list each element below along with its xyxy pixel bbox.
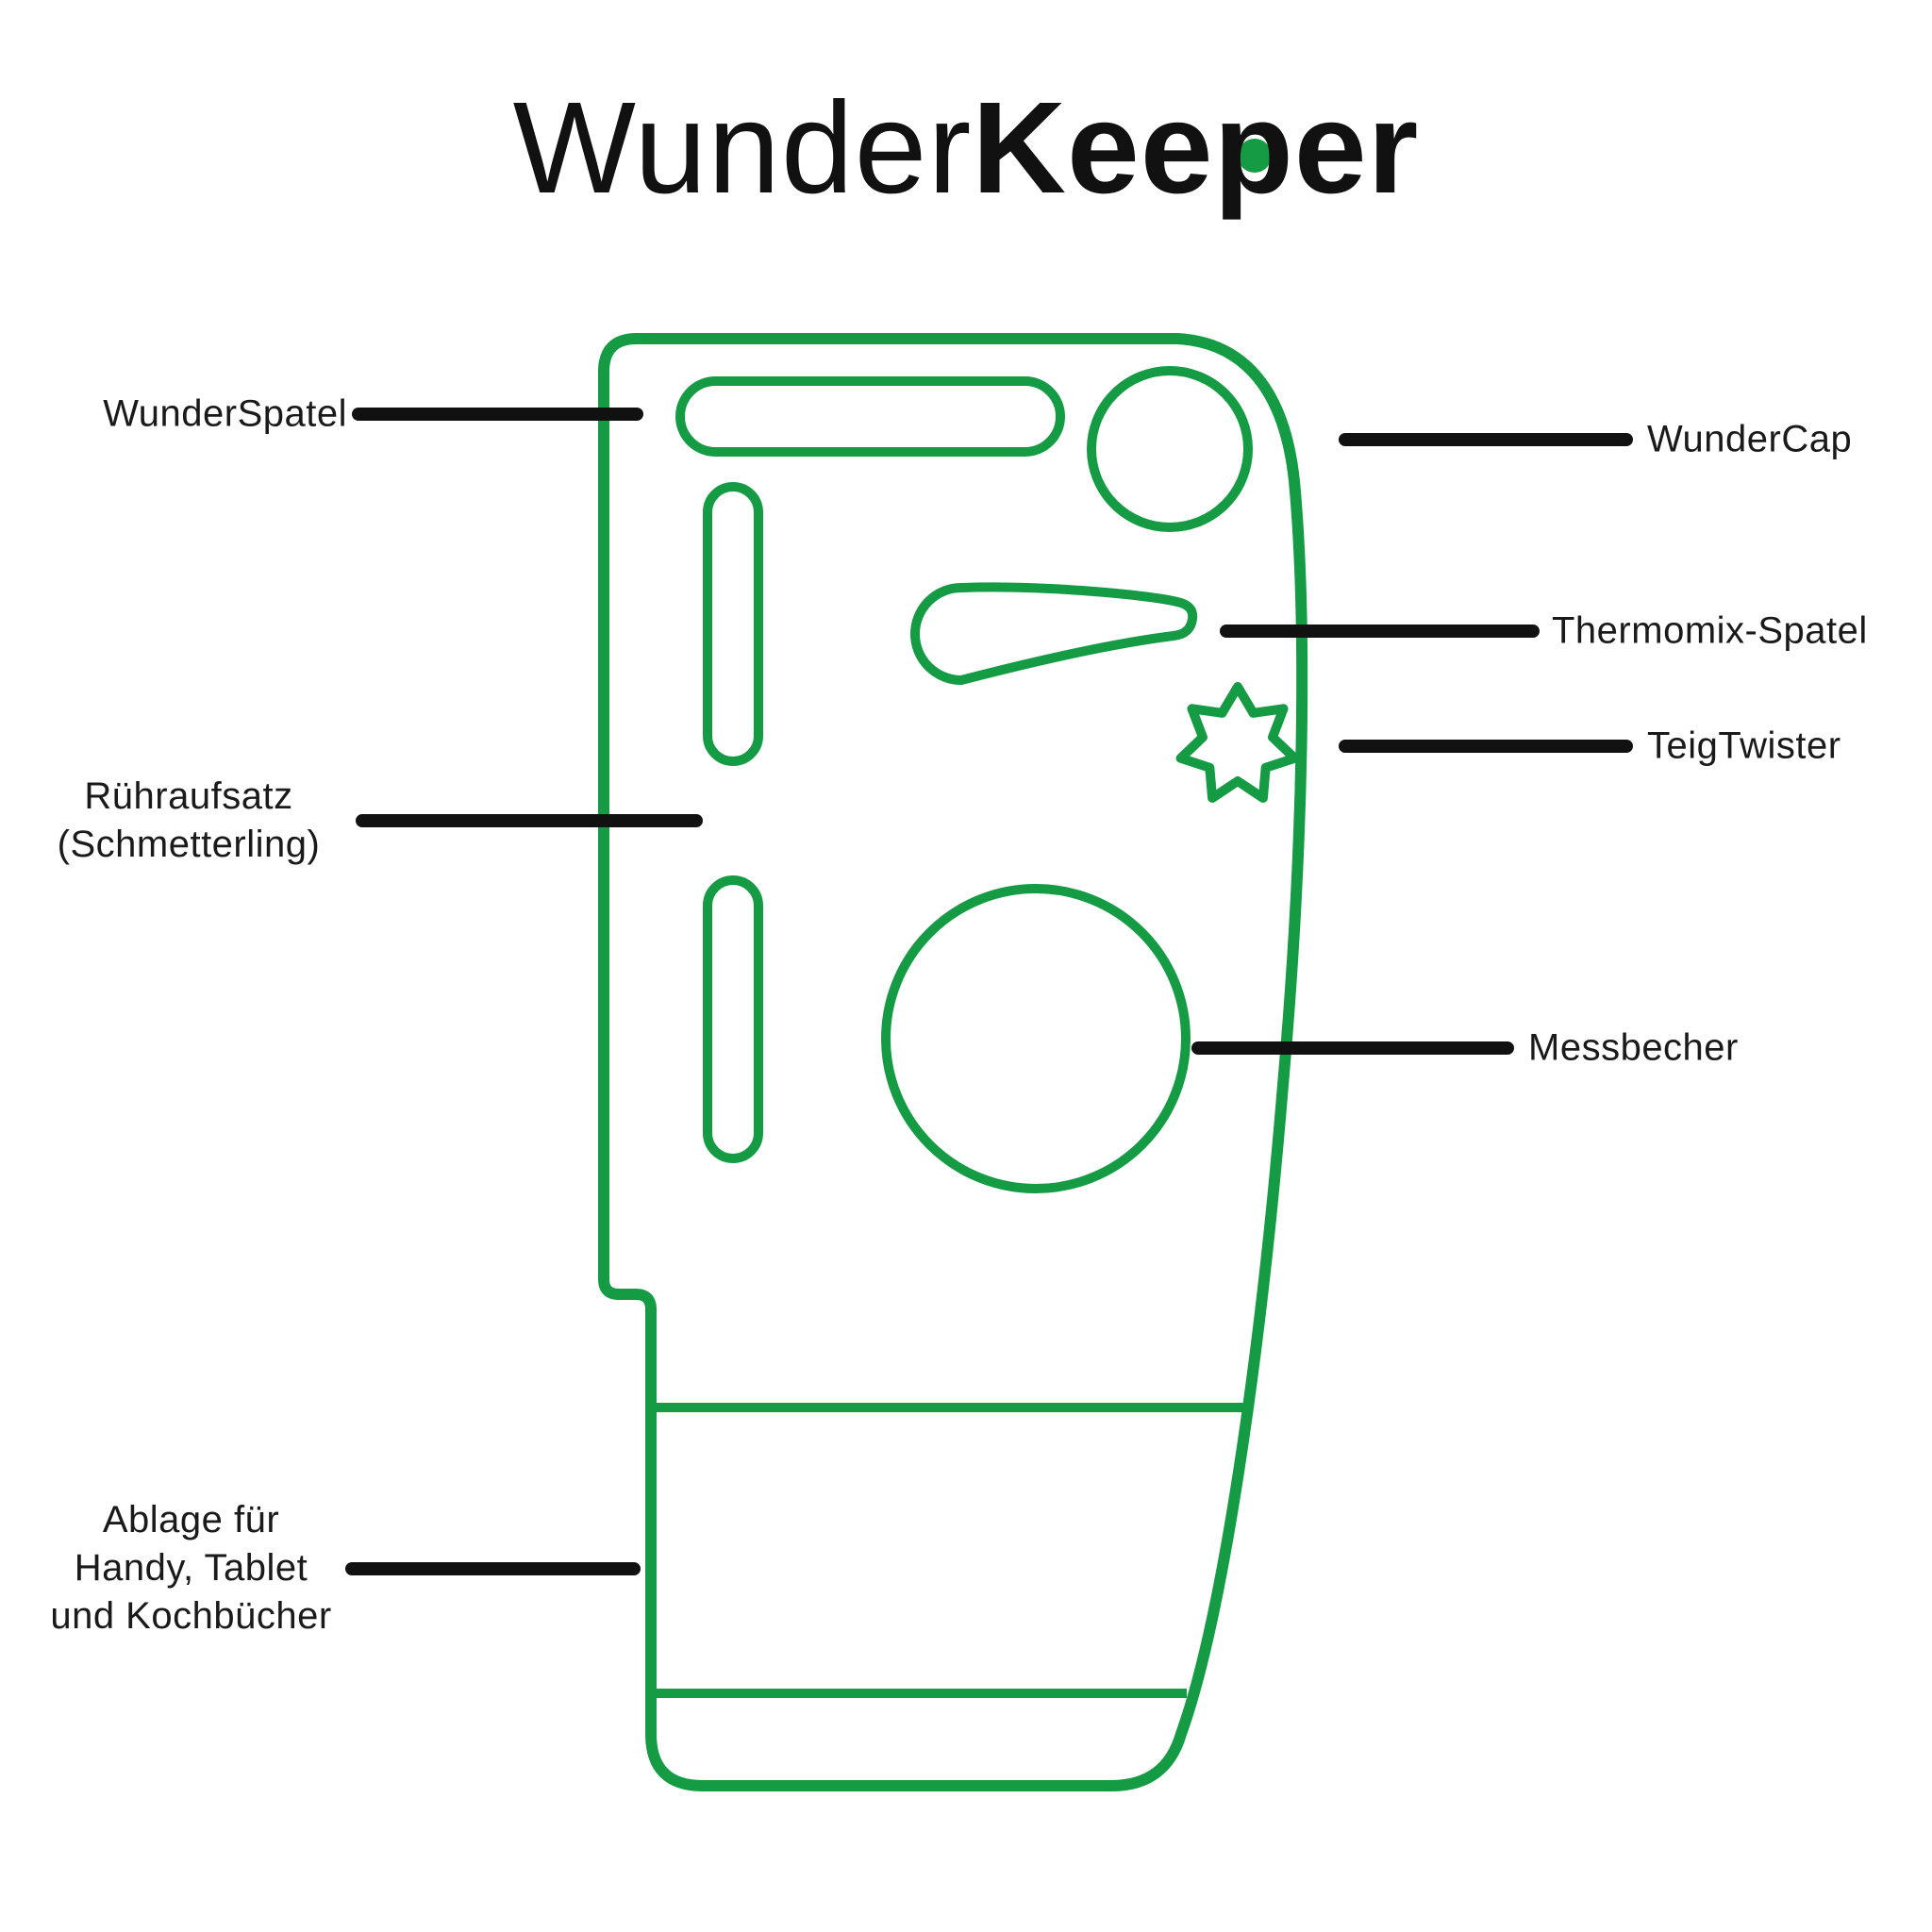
messbecher-hole [881,884,1191,1193]
label-wunderspatel: WunderSpatel [103,392,347,435]
label-ablage: Ablage für Handy, Tablet und Kochbücher [50,1499,332,1638]
title-light-part: Wunder [512,75,973,221]
label-ruehraufsatz: Rühraufsatz (Schmetterling) [57,774,321,865]
thermomix-spatel-slot [910,582,1198,685]
butterfly-slot-upper [703,482,763,766]
label-teigtwister: TeigTwister [1647,724,1841,767]
wunderspatel-slot [675,376,1065,457]
wundercap-hole [1087,366,1253,532]
label-messbecher: Messbecher [1528,1026,1739,1069]
teigtwister-star-hole [1175,682,1300,803]
butterfly-slot-lower [703,875,763,1163]
logo-green-dot-icon [1238,139,1272,174]
label-thermomix-spatel: Thermomix-Spatel [1552,609,1868,652]
logo-p-with-dot: p [1213,75,1294,221]
label-wundercap: WunderCap [1647,418,1853,460]
